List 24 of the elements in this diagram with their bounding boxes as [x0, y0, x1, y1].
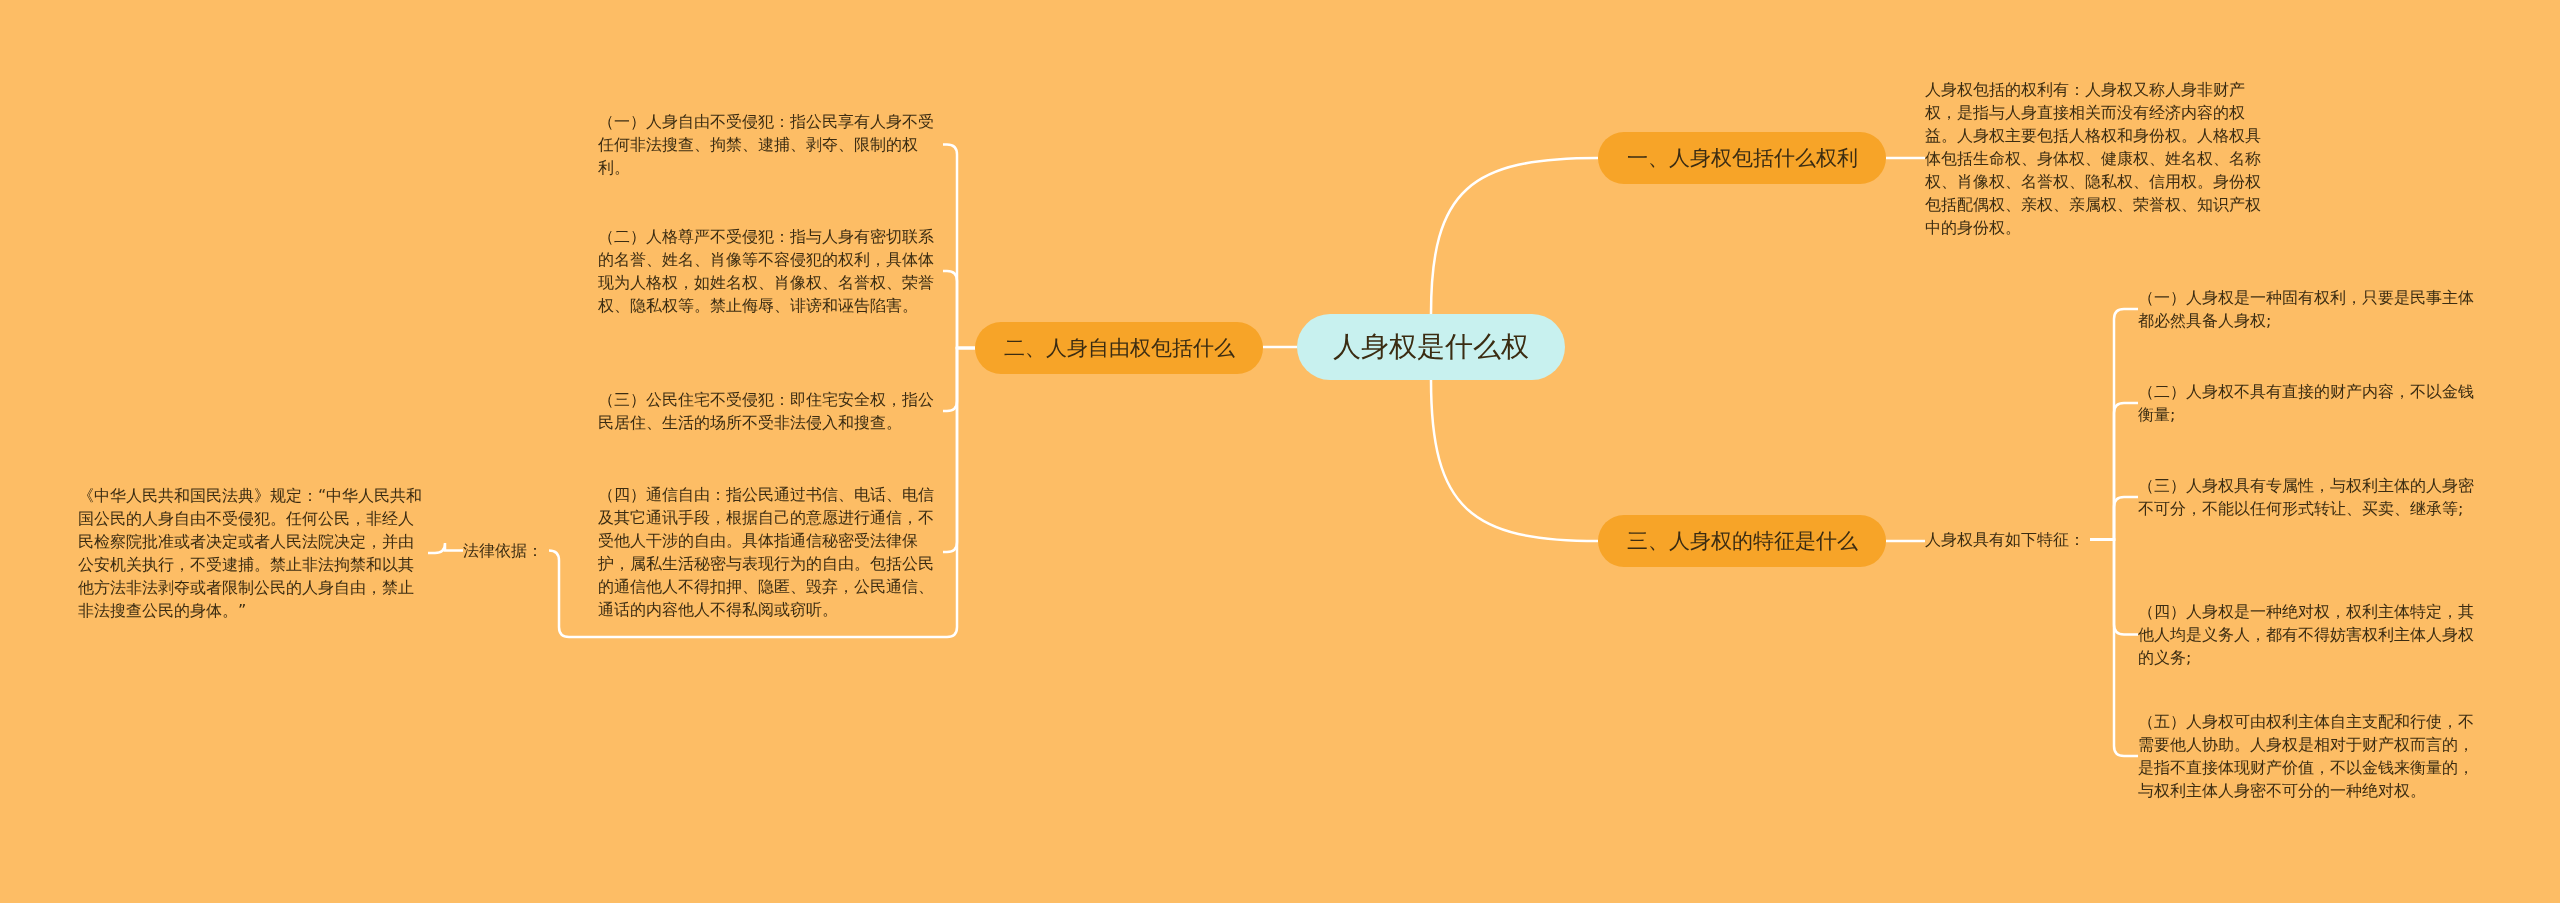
connector-line [428, 541, 463, 555]
note-text: （三）公民住宅不受侵犯：即住宅安全权，指公民居住、生活的场所不受非法侵入和搜查。 [598, 388, 943, 434]
note-text: （二）人身权不具有直接的财产内容，不以金钱衡量; [2138, 380, 2488, 426]
connector-line [1429, 156, 1599, 315]
central-topic: 人身权是什么权 [1297, 314, 1565, 380]
note-text: （三）人身权具有专属性，与权利主体的人身密不可分，不能以任何形式转让、买卖、继承等; [2138, 474, 2488, 520]
connector-line [1886, 539, 1925, 543]
note-text: （一）人身权是一种固有权利，只要是民事主体都必然具备人身权; [2138, 286, 2488, 332]
connector-line [548, 346, 975, 639]
note-text: （二）人格尊严不受侵犯：指与人身有密切联系的名誉、姓名、肖像等不容侵犯的权利，具体体现为人格权，如姓名权、肖像权、名誉权、荣誉权、隐私权等。禁止侮辱、诽谤和诬告陷害。 [598, 225, 943, 317]
connector-line [1886, 156, 1925, 160]
note-text: （一）人身自由不受侵犯：指公民享有人身不受任何非法搜查、拘禁、逮捕、剥夺、限制的权利。 [598, 110, 943, 179]
note-text: 法律依据： [463, 539, 547, 562]
note-text: 人身权包括的权利有：人身权又称人身非财产权，是指与人身直接相关而没有经济内容的权益。人身权主要包括人格权和身份权。人格权具体包括生命权、身体权、健康权、姓名权、名称权、肖像权、名誉权、隐私权、信用权。身份权包括配偶权、亲权、亲属权、荣誉权、知识产权中的身份权。 [1925, 78, 2275, 239]
connector-line [1263, 345, 1297, 349]
note-text: 人身权具有如下特征： [1925, 528, 2090, 551]
branch-topic: 一、人身权包括什么权利 [1598, 132, 1886, 184]
connector-line [1429, 379, 1599, 543]
branch-topic: 三、人身权的特征是什么 [1598, 515, 1886, 567]
note-text: （四）通信自由：指公民通过书信、电话、电信及其它通讯手段，根据自己的意愿进行通信，不受他人干涉的自由。具体指通信秘密受法律保护，属私生活秘密与表现行为的自由。包括公民的通信他人不得扣押、隐匿、毁弃，公民通信、通话的内容他人不得私阅或窃听。 [598, 483, 943, 621]
note-text: 《中华人民共和国民法典》规定：“中华人民共和国公民的人身自由不受侵犯。任何公民，非经人民检察院批准或者决定或者人民法院决定，并由公安机关执行，不受逮捕。禁止非法拘禁和以其他方法非法剥夺或者限制公民的人身自由，禁止非法搜查公民的身体。” [78, 484, 428, 622]
note-text: （五）人身权可由权利主体自主支配和行使，不需要他人协助。人身权是相对于财产权而言的，是指不直接体现财产价值，不以金钱来衡量的，与权利主体人身密不可分的一种绝对权。 [2138, 710, 2488, 802]
note-text: （四）人身权是一种绝对权，权利主体特定，其他人均是义务人，都有不得妨害权利主体人身权的义务; [2138, 600, 2488, 669]
branch-topic: 二、人身自由权包括什么 [975, 322, 1263, 374]
